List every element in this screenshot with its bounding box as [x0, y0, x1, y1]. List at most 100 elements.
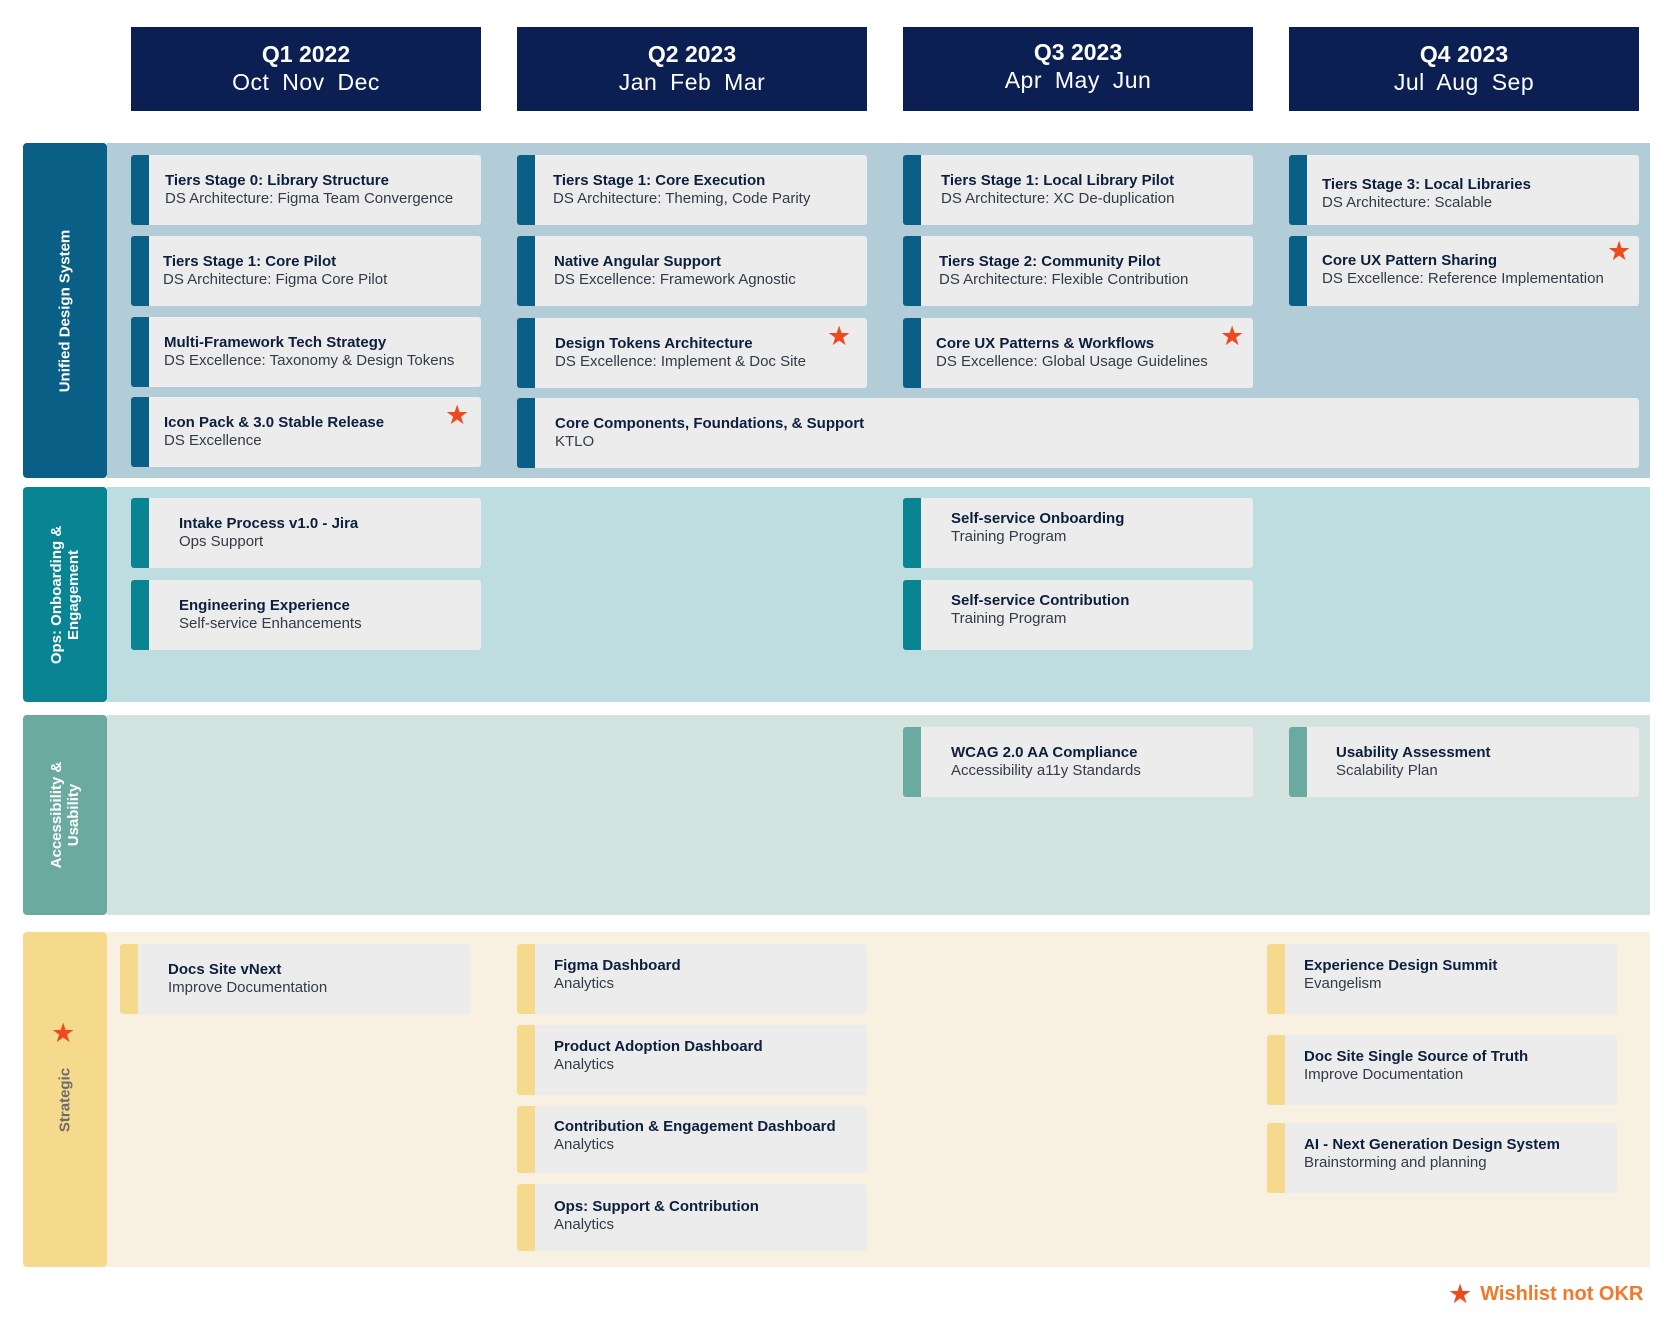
card-accent-bar	[1267, 1035, 1285, 1105]
card-accent-bar	[517, 1184, 535, 1251]
lane-label-strategic: ★ Strategic	[23, 932, 107, 1267]
card-accent-bar	[131, 580, 149, 650]
card-accent-bar	[131, 317, 149, 387]
card-accent-bar	[1289, 727, 1307, 797]
card-title: Experience Design Summit	[1304, 957, 1498, 974]
card-accent-bar	[131, 397, 149, 467]
card-subtitle: DS Excellence	[164, 432, 262, 449]
card-subtitle: Evangelism	[1304, 975, 1382, 992]
card-title: Product Adoption Dashboard	[554, 1038, 763, 1055]
card-accent-bar	[903, 498, 921, 568]
card-subtitle: KTLO	[555, 433, 595, 450]
card-title: Tiers Stage 2: Community Pilot	[939, 253, 1161, 270]
legend: ★Wishlist not OKR	[1448, 1280, 1643, 1308]
card-subtitle: Improve Documentation	[1304, 1066, 1464, 1083]
wishlist-star-icon: ★	[1607, 236, 1632, 266]
card-subtitle: Brainstorming and planning	[1304, 1154, 1487, 1171]
quarter-months: Apr May Jun	[1004, 67, 1152, 93]
card-subtitle: DS Excellence: Taxonomy & Design Tokens	[164, 352, 455, 369]
card-subtitle: Ops Support	[179, 533, 264, 550]
lane-label-accessibility: Accessibility & Usability	[23, 715, 107, 915]
card-subtitle: Improve Documentation	[168, 979, 328, 996]
quarter-months: Oct Nov Dec	[232, 69, 380, 95]
card-title: Docs Site vNext	[168, 961, 282, 978]
card-title: Usability Assessment	[1336, 744, 1491, 761]
card-title: Tiers Stage 1: Core Execution	[553, 172, 766, 189]
star-icon: ★	[51, 1018, 76, 1048]
card-title: Tiers Stage 0: Library Structure	[165, 172, 389, 189]
card-subtitle: DS Architecture: Flexible Contribution	[939, 271, 1189, 288]
card-subtitle: Training Program	[951, 528, 1067, 545]
card-accent-bar	[131, 498, 149, 568]
card-title: Engineering Experience	[179, 597, 350, 614]
card-accent-bar	[903, 155, 921, 225]
lane-label-text: Unified Design System	[56, 229, 74, 392]
quarter-title: Q3 2023	[1033, 39, 1123, 65]
quarter-months: Jul Aug Sep	[1393, 69, 1535, 95]
card-accent-bar	[903, 318, 921, 388]
card-accent-bar	[1289, 155, 1307, 225]
card-title: Self-service Contribution	[951, 592, 1130, 609]
card-subtitle: DS Architecture: Scalable	[1322, 194, 1493, 211]
wishlist-star-icon: ★	[1220, 321, 1245, 351]
card-title: Native Angular Support	[554, 253, 721, 270]
lane-label-unified-design-system: Unified Design System	[23, 143, 107, 478]
card-accent-bar	[131, 155, 149, 225]
card-accent-bar	[517, 318, 535, 388]
card-accent-bar	[517, 1106, 535, 1173]
card-title: Core Components, Foundations, & Support	[555, 415, 865, 432]
card-title: Self-service Onboarding	[951, 510, 1125, 527]
card-subtitle: Training Program	[951, 610, 1067, 627]
card-title: Design Tokens Architecture	[555, 335, 753, 352]
lane-label-text: Ops: Onboarding & Engagement	[48, 525, 82, 664]
card-accent-bar	[1267, 1123, 1285, 1193]
card-subtitle: DS Architecture: XC De-duplication	[941, 190, 1175, 207]
card-subtitle: DS Excellence: Global Usage Guidelines	[936, 353, 1208, 370]
card-accent-bar	[517, 398, 535, 468]
quarter-header-q2-2023: Q2 2023 Jan Feb Mar	[517, 27, 867, 111]
lane-label-text: Strategic	[56, 1067, 74, 1133]
card-title: Tiers Stage 1: Core Pilot	[163, 253, 337, 270]
card-accent-bar	[517, 155, 535, 225]
quarter-header-q3-2023: Q3 2023 Apr May Jun	[903, 27, 1253, 111]
card-title: Core UX Patterns & Workflows	[936, 335, 1155, 352]
wishlist-star-icon: ★	[827, 321, 852, 351]
star-icon: ★	[1448, 1279, 1473, 1309]
card-accent-bar	[517, 236, 535, 306]
card-title: Ops: Support & Contribution	[554, 1197, 759, 1215]
card-title: Icon Pack & 3.0 Stable Release	[164, 414, 385, 431]
card-title: Multi-Framework Tech Strategy	[164, 334, 387, 351]
card-title: Intake Process v1.0 - Jira	[179, 515, 359, 532]
card-title: Figma Dashboard	[554, 957, 681, 974]
card-title: AI - Next Generation Design System	[1304, 1136, 1560, 1153]
card-title: Contribution & Engagement Dashboard	[554, 1117, 836, 1135]
card-title: Tiers Stage 3: Local Libraries	[1322, 176, 1531, 193]
